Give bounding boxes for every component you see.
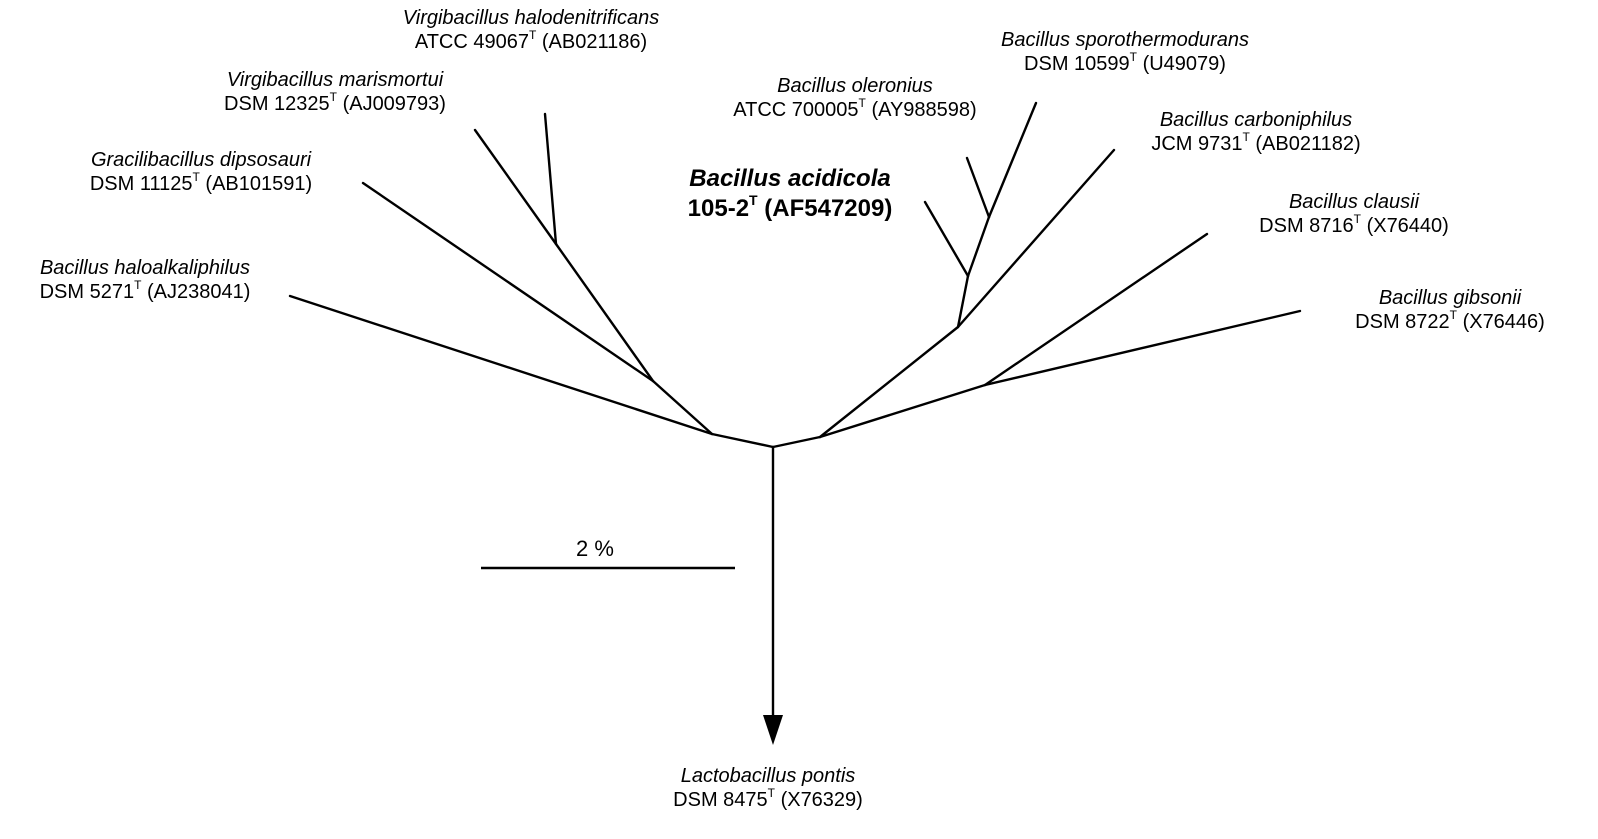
taxon-name: Bacillus sporothermodurans bbox=[1001, 29, 1249, 51]
branch-haloalkaliphilus bbox=[288, 294, 714, 436]
taxon-strain: DSM 12325T (AJ009793) bbox=[224, 90, 446, 115]
branch-marismortui bbox=[473, 128, 558, 246]
root-branch-right bbox=[771, 435, 822, 449]
branch-sporothermodurans bbox=[987, 101, 1038, 219]
taxon-strain: DSM 10599T (U49079) bbox=[1024, 50, 1226, 75]
branch-right-internal-a bbox=[818, 325, 960, 439]
taxon-name: Bacillus acidicola bbox=[689, 165, 891, 192]
taxon-label-oleronius: Bacillus oleronius ATCC 700005T (AY98859… bbox=[690, 74, 1020, 124]
branch-halodenitrificans bbox=[543, 112, 558, 246]
taxon-label-carboniphilus: Bacillus carboniphilus JCM 9731T (AB0211… bbox=[1106, 108, 1406, 158]
arrowhead-icon bbox=[763, 715, 783, 745]
taxon-label-haloalkaliphilus: Bacillus haloalkaliphilus DSM 5271T (AJ2… bbox=[0, 256, 290, 306]
taxon-strain: DSM 5271T (AJ238041) bbox=[39, 278, 251, 303]
taxon-name: Bacillus oleronius bbox=[777, 75, 933, 97]
taxon-name: Virgibacillus halodenitrificans bbox=[402, 7, 660, 29]
taxon-label-pontis: Lactobacillus pontis DSM 8475T (X76329) bbox=[608, 764, 928, 814]
branch-carboniphilus bbox=[956, 148, 1116, 329]
taxon-strain: ATCC 700005T (AY988598) bbox=[733, 96, 977, 121]
taxon-label-halodenitrificans: Virgibacillus halodenitrificans ATCC 490… bbox=[336, 6, 726, 56]
taxon-name: Bacillus clausii bbox=[1288, 191, 1420, 213]
taxon-label-clausii: Bacillus clausii DSM 8716T (X76440) bbox=[1214, 190, 1494, 240]
branch-right-internal-b bbox=[956, 274, 970, 329]
taxon-label-gibsonii: Bacillus gibsonii DSM 8722T (X76446) bbox=[1310, 286, 1590, 336]
taxon-strain: 105-2T (AF547209) bbox=[687, 192, 893, 222]
taxon-name: Virgibacillus marismortui bbox=[226, 69, 444, 91]
branch-gibsonii bbox=[983, 309, 1302, 387]
branch-clausii bbox=[983, 232, 1209, 387]
taxon-strain: DSM 8716T (X76440) bbox=[1259, 212, 1449, 237]
branch-right-internal-d bbox=[818, 383, 987, 439]
taxon-label-dipsosauri: Gracilibacillus dipsosauri DSM 11125T (A… bbox=[40, 148, 362, 198]
branch-right-internal-c bbox=[966, 215, 991, 278]
taxon-strain: DSM 8722T (X76446) bbox=[1355, 308, 1545, 333]
root-branch-left bbox=[710, 432, 775, 449]
branch-left-internal bbox=[651, 379, 714, 436]
taxon-name: Bacillus haloalkaliphilus bbox=[39, 257, 251, 279]
branch-dipsosauri bbox=[361, 181, 655, 383]
taxon-name: Lactobacillus pontis bbox=[680, 765, 856, 787]
taxon-strain: DSM 11125T (AB101591) bbox=[89, 170, 313, 195]
taxon-label-sporothermodurans: Bacillus sporothermodurans DSM 10599T (U… bbox=[960, 28, 1290, 78]
taxon-strain: DSM 8475T (X76329) bbox=[673, 786, 863, 811]
taxon-strain: JCM 9731T (AB021182) bbox=[1151, 130, 1361, 155]
taxon-name: Bacillus gibsonii bbox=[1378, 287, 1522, 309]
taxon-label-acidicola: Bacillus acidicola 105-2T (AF547209) bbox=[640, 164, 940, 226]
taxon-name: Bacillus carboniphilus bbox=[1159, 109, 1353, 131]
branch-oleronius bbox=[965, 156, 991, 219]
branch-virgibacillus-internal bbox=[554, 242, 655, 383]
branch-acidicola bbox=[923, 200, 970, 278]
scale-bar-label: 2 % bbox=[576, 536, 614, 561]
taxon-label-marismortui: Virgibacillus marismortui DSM 12325T (AJ… bbox=[170, 68, 500, 118]
taxon-strain: ATCC 49067T (AB021186) bbox=[414, 28, 648, 53]
taxon-name: Gracilibacillus dipsosauri bbox=[90, 149, 312, 171]
